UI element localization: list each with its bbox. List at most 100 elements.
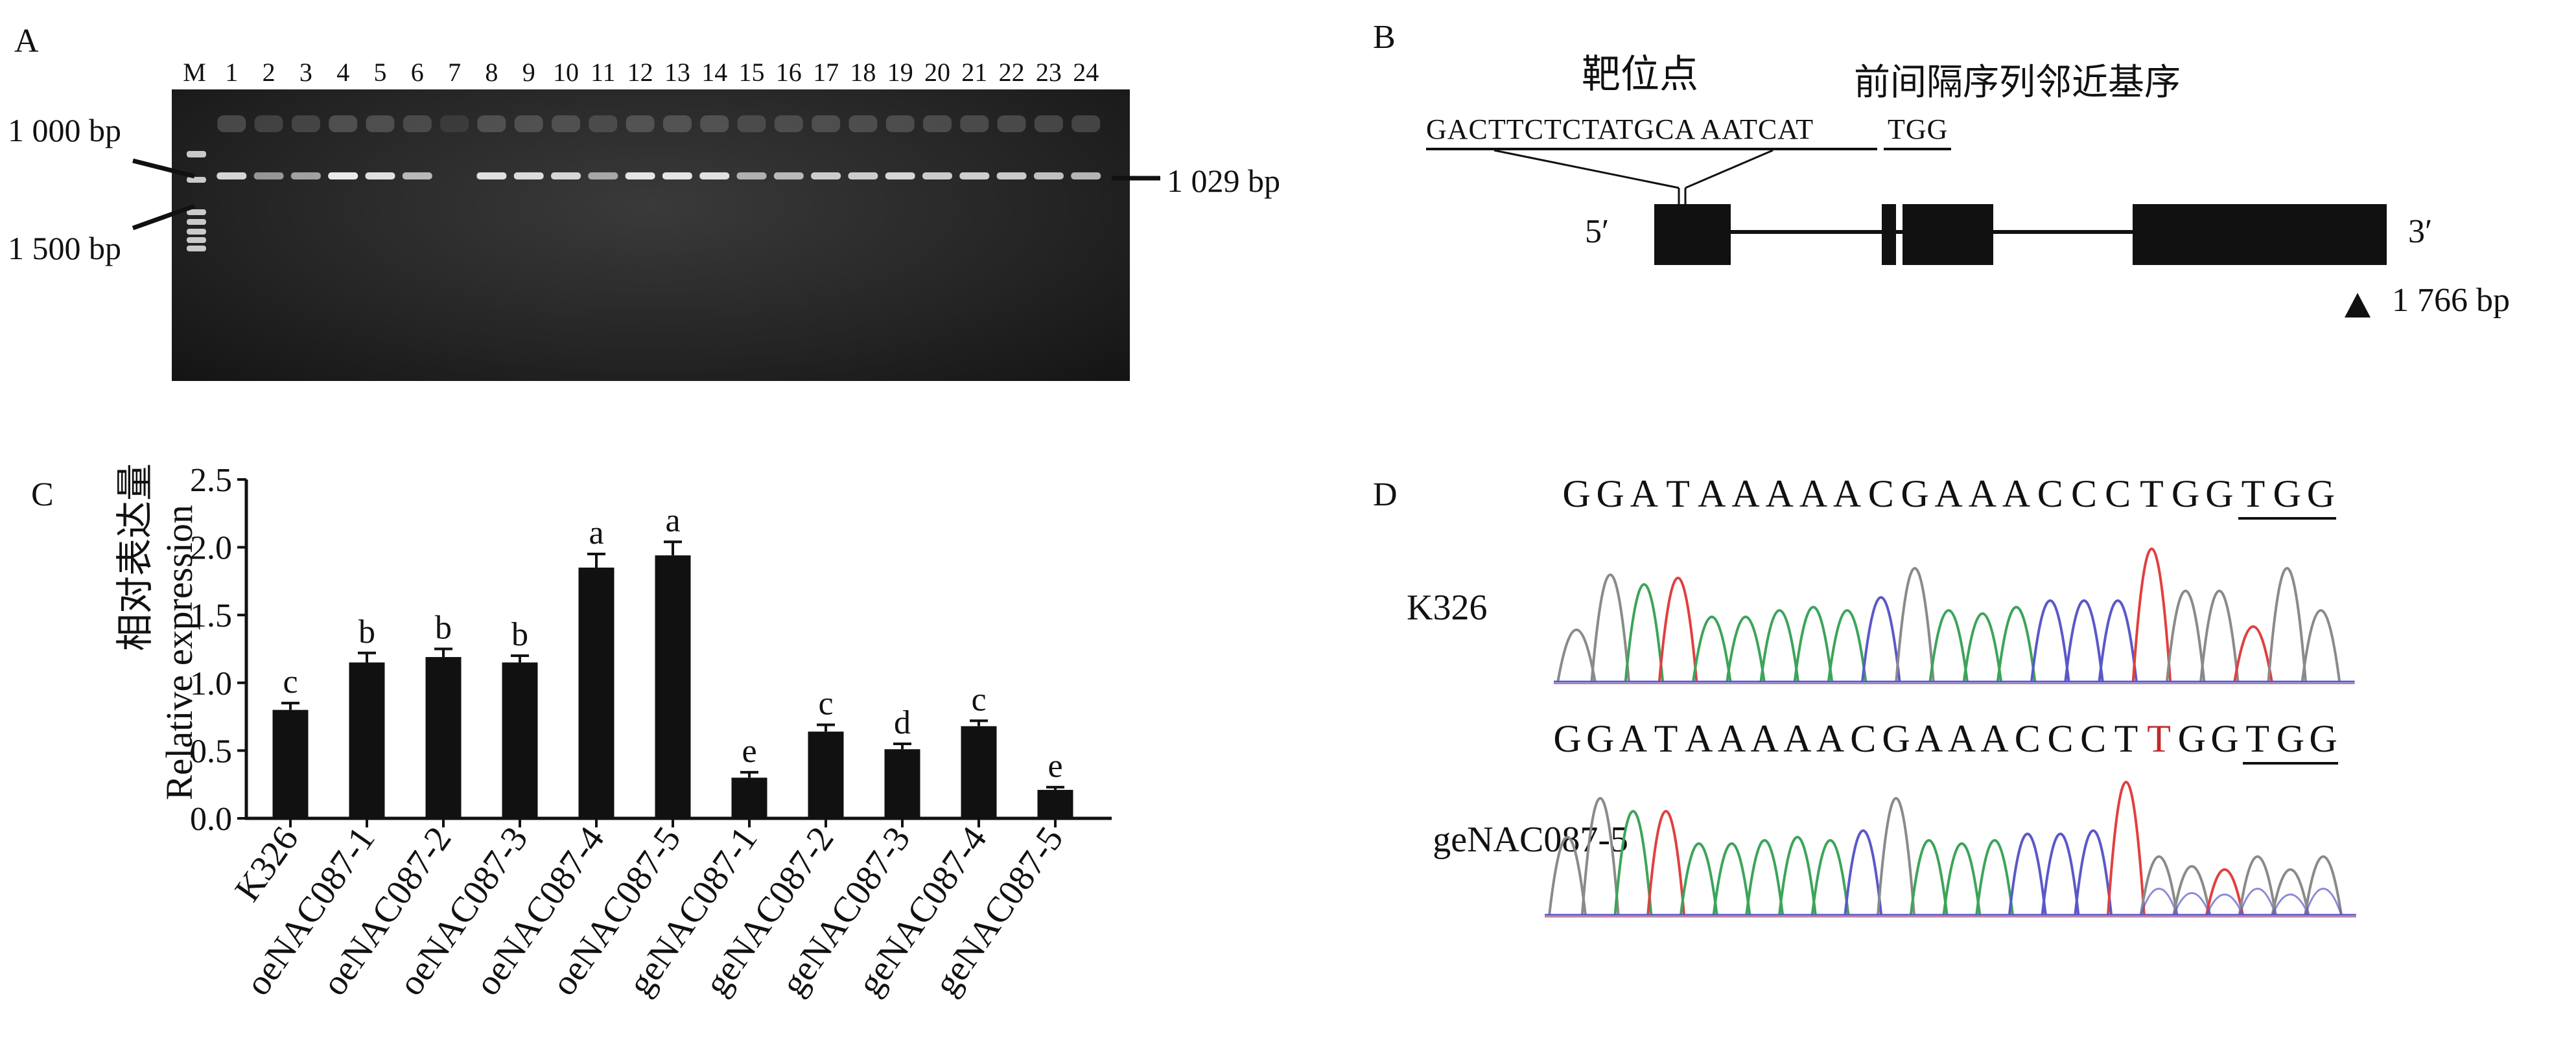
trace-peak <box>1712 842 1751 916</box>
gel-band <box>551 172 581 179</box>
base: C <box>2070 472 2098 515</box>
upper-smear <box>514 115 543 132</box>
upper-smear <box>923 115 952 132</box>
exon-2 <box>1882 204 1896 265</box>
base: G <box>1596 472 1624 515</box>
base: G <box>1901 472 1929 515</box>
base: G <box>2306 472 2336 515</box>
gel-band <box>959 172 990 179</box>
trace-peak <box>2064 599 2104 682</box>
lane-label: 24 <box>1073 58 1099 87</box>
pam-label: 前间隔序列邻近基序 <box>1854 63 2181 103</box>
trace-peak <box>1657 577 1698 682</box>
upper-smear <box>291 115 320 132</box>
y-tick-label: 1.0 <box>190 665 232 702</box>
gel-band <box>811 172 841 179</box>
exon-4 <box>2133 204 2387 265</box>
bar <box>578 567 615 818</box>
significance-letter: a <box>665 502 680 539</box>
y-tick-label: 2.0 <box>190 530 232 567</box>
marker-band <box>187 209 206 215</box>
gel-band <box>1033 172 1064 179</box>
trace-peak <box>1745 839 1785 916</box>
position-label: 1 766 bp <box>2392 282 2510 319</box>
base: G <box>2273 472 2301 515</box>
base: A <box>1968 472 1997 515</box>
base: T <box>1666 472 1690 515</box>
bar <box>731 778 767 818</box>
exon-3 <box>1903 204 1993 265</box>
upper-smear <box>552 115 580 132</box>
base: T <box>2245 717 2270 760</box>
target-sequence: GACTTCTCTATGCA AATCAT <box>1426 113 1814 145</box>
exon-1 <box>1654 204 1731 265</box>
significance-letter: e <box>1048 748 1062 785</box>
lane-label: 5 <box>373 58 387 87</box>
lane-label: 14 <box>701 58 728 87</box>
gel-band <box>773 172 804 179</box>
base: A <box>1731 472 1760 515</box>
gel-band <box>328 172 358 179</box>
upper-smear <box>589 115 618 132</box>
gel-band <box>922 172 952 179</box>
trace-peak <box>1759 609 1799 682</box>
trace-peak <box>2304 855 2343 916</box>
trace-peak <box>1580 797 1620 916</box>
gel-band <box>402 172 432 179</box>
trace-secondary-peak <box>2205 894 2244 916</box>
lane-label: 19 <box>887 58 913 87</box>
pam-underline <box>2242 762 2338 765</box>
upper-smear <box>662 115 692 132</box>
lane-label: 1 <box>225 58 239 87</box>
lane-label: 20 <box>924 58 950 87</box>
trace-peak <box>1679 842 1718 916</box>
trace-peak <box>2205 868 2244 916</box>
bar <box>884 749 920 818</box>
significance-letter: a <box>589 514 603 551</box>
y-tick-label: 0.5 <box>190 733 232 770</box>
trace-peak <box>2301 609 2341 682</box>
bar <box>1037 790 1073 818</box>
trace-peak <box>1996 606 2037 682</box>
base: A <box>1698 472 1726 515</box>
pam-sequence: TGG <box>1888 113 1949 145</box>
base: A <box>1980 717 2009 760</box>
lane-label: 15 <box>738 58 765 87</box>
trace-peak <box>1895 567 1935 682</box>
base: A <box>1619 717 1648 760</box>
marker-band <box>187 151 206 157</box>
upper-smear <box>700 115 729 132</box>
lane-label: 11 <box>591 58 616 87</box>
upper-smear <box>254 115 283 132</box>
base: C <box>2080 717 2107 760</box>
gel-band <box>662 172 692 179</box>
gel-band <box>513 172 544 179</box>
trace-peak <box>2139 855 2179 916</box>
trace-peak <box>1928 609 1969 682</box>
bar <box>349 662 385 818</box>
significance-letter: c <box>818 686 833 722</box>
upper-smear <box>849 115 878 132</box>
base: G <box>2276 717 2305 760</box>
trace-peak <box>2238 855 2277 916</box>
gel-band <box>253 172 284 179</box>
bar <box>655 555 691 818</box>
lane-label: 22 <box>998 58 1025 87</box>
gel-band <box>217 172 247 179</box>
trace-peak <box>1590 573 1630 682</box>
sample-label-k326: K326 <box>1407 588 1488 628</box>
upper-smear <box>366 115 395 132</box>
trace-peak <box>1613 810 1653 916</box>
base: A <box>1750 717 1779 760</box>
base: A <box>1685 717 1713 760</box>
base: A <box>1630 472 1659 515</box>
base: A <box>1947 717 1976 760</box>
trace-peak <box>1942 842 1982 916</box>
trace-peak <box>1962 612 2003 682</box>
marker-band <box>187 246 206 251</box>
three-prime-label: 3′ <box>2408 213 2433 250</box>
trace-peak <box>2267 567 2307 682</box>
band-size-label: 1 029 bp <box>1167 163 1280 199</box>
